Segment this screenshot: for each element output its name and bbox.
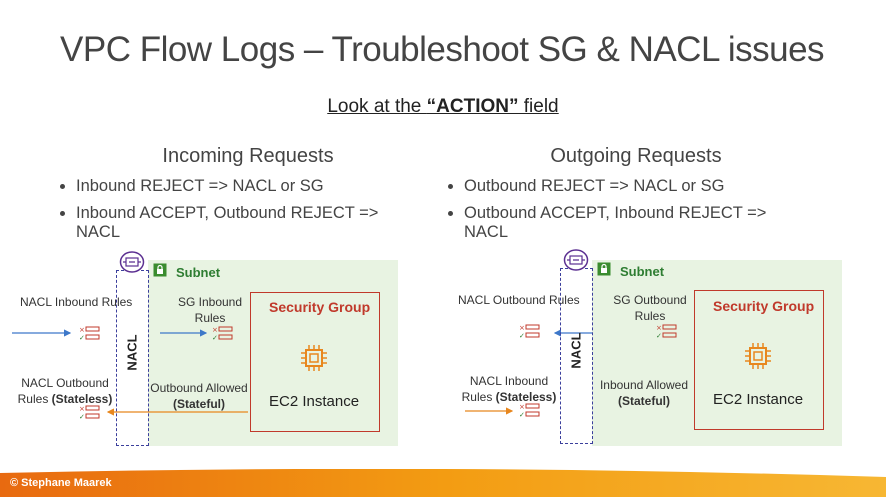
- nacl-rules-top-left: NACL Inbound Rules: [20, 295, 133, 309]
- outgoing-heading: Outgoing Requests: [550, 145, 722, 167]
- outgoing-bullet: Outbound REJECT => NACL or SG: [464, 177, 796, 196]
- ec2-chip-icon: [299, 343, 329, 378]
- svg-text:×: ×: [79, 405, 85, 413]
- rules-list-icon: ×✓: [656, 323, 678, 346]
- outgoing-bullets: Outbound REJECT => NACL or SG Outbound A…: [446, 177, 796, 250]
- ec2-chip-icon: [743, 341, 773, 376]
- nacl-rules-top-right: NACL Outbound Rules: [458, 293, 580, 307]
- nacl-shield-icon: [563, 249, 589, 276]
- rules-list-icon: ×✓: [212, 325, 234, 348]
- subnet-lock-icon: [597, 262, 611, 281]
- incoming-bullets: Inbound REJECT => NACL or SG Inbound ACC…: [58, 177, 408, 250]
- rules-list-icon: ×✓: [519, 402, 541, 425]
- slide-subtitle: Look at the “ACTION” field: [327, 96, 559, 117]
- nacl-shield-icon: [119, 251, 145, 278]
- incoming-bullet: Inbound ACCEPT, Outbound REJECT => NACL: [76, 204, 408, 242]
- subnet-lock-icon: [153, 263, 167, 282]
- security-group-box-left: [250, 292, 380, 432]
- ec2-label-right: EC2 Instance: [713, 391, 804, 408]
- svg-text:✓: ✓: [656, 332, 662, 340]
- svg-text:×: ×: [212, 326, 218, 334]
- svg-text:×: ×: [519, 324, 525, 332]
- svg-text:✓: ✓: [519, 411, 525, 419]
- nacl-label-right: NACL: [568, 332, 584, 369]
- outgoing-bullet: Outbound ACCEPT, Inbound REJECT => NACL: [464, 204, 796, 242]
- security-group-box-right: [694, 290, 824, 430]
- rules-list-icon: ×✓: [79, 325, 101, 348]
- sg-rules-right: SG Outbound Rules: [613, 293, 687, 323]
- svg-text:✓: ✓: [79, 334, 85, 342]
- subnet-area-left: [148, 260, 398, 446]
- slide-title: VPC Flow Logs – Troubleshoot SG & NACL i…: [60, 30, 825, 69]
- svg-text:×: ×: [79, 326, 85, 334]
- sg-title-left: Security Group: [269, 299, 371, 315]
- subnet-label-left: Subnet: [176, 265, 221, 280]
- incoming-bullet: Inbound REJECT => NACL or SG: [76, 177, 408, 196]
- svg-text:×: ×: [656, 324, 662, 332]
- sg-rules-left: SG Inbound Rules: [177, 295, 243, 325]
- footer-band: [0, 469, 886, 497]
- subnet-area-right: [592, 260, 842, 446]
- svg-text:✓: ✓: [212, 334, 218, 342]
- sg-title-right: Security Group: [713, 298, 815, 314]
- svg-text:✓: ✓: [79, 413, 85, 421]
- rules-list-icon: ×✓: [519, 323, 541, 346]
- svg-text:×: ×: [519, 403, 525, 411]
- ec2-label-left: EC2 Instance: [269, 393, 360, 410]
- rules-list-icon: ×✓: [79, 404, 101, 427]
- svg-text:✓: ✓: [519, 332, 525, 340]
- footer-copyright: © Stephane Maarek: [10, 477, 112, 489]
- subnet-label-right: Subnet: [620, 264, 665, 279]
- incoming-heading: Incoming Requests: [162, 145, 334, 167]
- allowed-right: Inbound Allowed(Stateful): [599, 378, 689, 408]
- allowed-left: Outbound Allowed(Stateful): [150, 381, 248, 411]
